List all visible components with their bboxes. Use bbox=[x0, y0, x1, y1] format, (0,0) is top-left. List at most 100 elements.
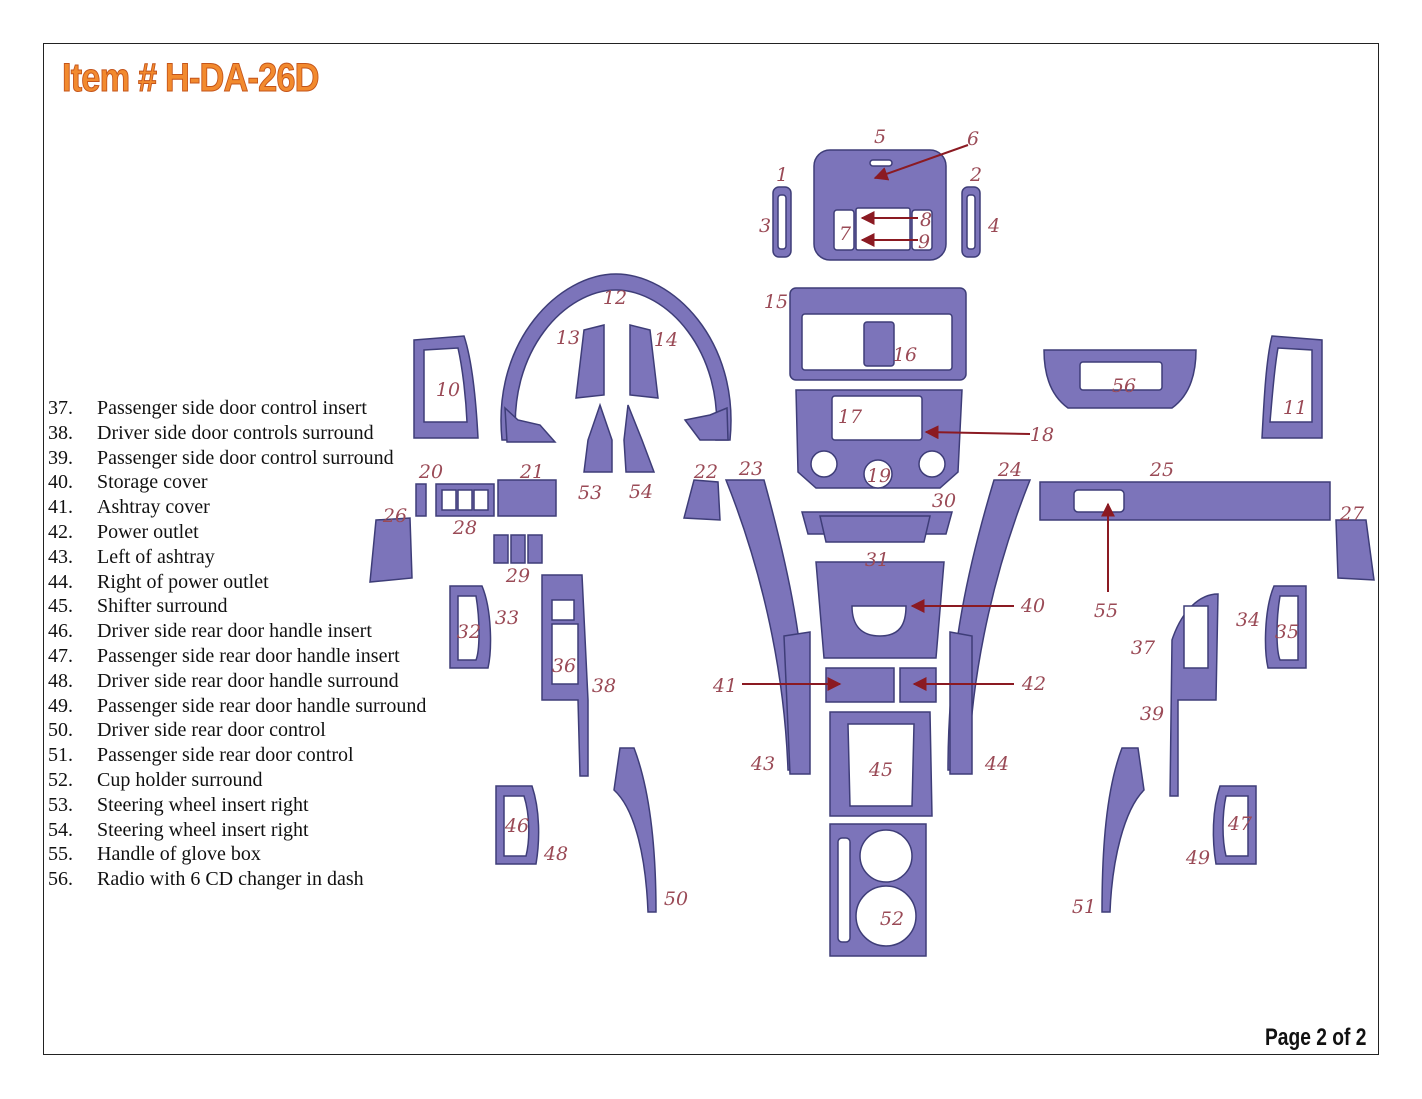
part-12-lower-left bbox=[504, 406, 557, 443]
legend-item: 56.Radio with 6 CD changer in dash bbox=[48, 867, 426, 892]
legend-text: Passenger side rear door control bbox=[97, 744, 354, 767]
part-label-20: 20 bbox=[418, 461, 443, 483]
legend-text: Passenger side door control surround bbox=[97, 446, 394, 469]
part-40-storage-cover bbox=[815, 561, 945, 659]
part-26-side-trim bbox=[369, 517, 413, 583]
legend-number: 49. bbox=[48, 694, 73, 717]
part-38-door-control-surround bbox=[541, 574, 589, 777]
part-label-47: 47 bbox=[1227, 813, 1253, 835]
legend-item: 50.Driver side rear door control bbox=[48, 718, 426, 743]
part-25-dash-strip bbox=[1039, 481, 1331, 521]
part-15-center-upper bbox=[789, 287, 967, 381]
part-43-left-trim bbox=[783, 631, 811, 775]
part-10-left-vent bbox=[413, 335, 479, 439]
part-label-24: 24 bbox=[997, 459, 1022, 481]
legend-text: Passenger side rear door handle insert bbox=[97, 644, 400, 667]
part-label-29: 29 bbox=[505, 565, 530, 587]
part-22-trim bbox=[683, 479, 721, 521]
legend-number: 42. bbox=[48, 520, 73, 543]
legend-item: 40.Storage cover bbox=[48, 470, 426, 495]
legend-number: 47. bbox=[48, 644, 73, 667]
part-label-23: 23 bbox=[738, 458, 763, 480]
part-2-small-trim bbox=[961, 186, 981, 258]
legend-item: 37. Passenger side door control insert bbox=[48, 396, 426, 421]
part-label-27: 27 bbox=[1339, 503, 1365, 525]
part-17-radio-face bbox=[795, 389, 963, 489]
legend-number: 52. bbox=[48, 768, 73, 791]
part-label-6: 6 bbox=[967, 128, 979, 150]
part-label-26: 26 bbox=[382, 505, 407, 527]
page-border bbox=[43, 43, 1379, 1055]
part-label-43: 43 bbox=[750, 753, 775, 775]
part-label-14: 14 bbox=[654, 329, 678, 351]
part-label-16: 16 bbox=[893, 344, 917, 366]
part-39-door-control-surround bbox=[1169, 593, 1219, 797]
legend-number: 54. bbox=[48, 818, 73, 841]
legend-number: 45. bbox=[48, 595, 73, 618]
legend-item: 52.Cup holder surround bbox=[48, 768, 426, 793]
arrow-6 bbox=[873, 144, 969, 181]
legend-number: 55. bbox=[48, 843, 73, 866]
legend-item: 46.Driver side rear door handle insert bbox=[48, 619, 426, 644]
part-14-switch-panel bbox=[629, 324, 659, 399]
part-28-switch-block bbox=[435, 483, 495, 517]
legend-number: 40. bbox=[48, 471, 73, 494]
part-label-49: 49 bbox=[1185, 847, 1210, 869]
part-label-41: 41 bbox=[712, 675, 737, 697]
part-label-56: 56 bbox=[1112, 375, 1136, 397]
part-45-shifter-surround bbox=[829, 711, 933, 817]
part-label-10: 10 bbox=[436, 379, 460, 401]
part-54-steering-insert bbox=[623, 404, 656, 473]
legend-text: Power outlet bbox=[97, 520, 199, 543]
part-label-11: 11 bbox=[1283, 397, 1307, 419]
part-label-45: 45 bbox=[868, 759, 893, 781]
part-50-rear-door-control bbox=[613, 747, 657, 913]
part-label-36: 36 bbox=[552, 655, 576, 677]
part-12-cluster-surround bbox=[500, 273, 732, 441]
part-label-37: 37 bbox=[1131, 637, 1156, 659]
legend-item: 42. Power outlet bbox=[48, 520, 426, 545]
legend-item: 48.Driver side rear door handle surround bbox=[48, 669, 426, 694]
part-label-25: 25 bbox=[1149, 459, 1174, 481]
part-label-8: 8 bbox=[920, 209, 932, 231]
part-label-28: 28 bbox=[452, 517, 477, 539]
part-label-3: 3 bbox=[759, 215, 771, 237]
legend-number: 39. bbox=[48, 446, 73, 469]
part-label-39: 39 bbox=[1140, 703, 1164, 725]
legend-number: 51. bbox=[48, 744, 73, 767]
part-label-50: 50 bbox=[664, 888, 688, 910]
legend-number: 56. bbox=[48, 868, 73, 891]
part-51-rear-door-control bbox=[1101, 747, 1145, 913]
part-label-35: 35 bbox=[1275, 621, 1299, 643]
part-label-40: 40 bbox=[1020, 595, 1045, 617]
legend-item: 47. Passenger side rear door handle inser… bbox=[48, 644, 426, 669]
part-label-17: 17 bbox=[838, 406, 863, 428]
legend-text: Passenger side door control insert bbox=[97, 397, 367, 419]
part-label-7: 7 bbox=[839, 223, 852, 245]
part-21-trim bbox=[497, 479, 557, 517]
legend-number: 48. bbox=[48, 669, 73, 692]
legend-item: 49.Passenger side rear door handle surro… bbox=[48, 694, 426, 719]
part-label-31: 31 bbox=[865, 549, 889, 571]
page-number: Page 2 of 2 bbox=[1265, 1024, 1367, 1051]
part-label-12: 12 bbox=[603, 287, 627, 309]
legend-text: Right of power outlet bbox=[97, 570, 269, 593]
part-label-18: 18 bbox=[1030, 424, 1054, 446]
part-label-48: 48 bbox=[543, 843, 568, 865]
legend-item: 45.Shifter surround bbox=[48, 594, 426, 619]
legend-text: Left of ashtray bbox=[97, 545, 215, 568]
part-label-38: 38 bbox=[592, 675, 616, 697]
legend-number: 43. bbox=[48, 545, 73, 568]
legend-text: Steering wheel insert right bbox=[97, 793, 309, 816]
legend-item: 43. Left of ashtray bbox=[48, 545, 426, 570]
legend-item: 38.Driver side door controls surround bbox=[48, 421, 426, 446]
legend-text: Ashtray cover bbox=[97, 496, 210, 519]
part-20-trim bbox=[415, 483, 427, 517]
part-label-15: 15 bbox=[764, 291, 788, 313]
legend-number: 53. bbox=[48, 793, 73, 816]
legend-number: 37. bbox=[48, 397, 73, 419]
legend-number: 46. bbox=[48, 620, 73, 643]
part-label-34: 34 bbox=[1236, 609, 1260, 631]
